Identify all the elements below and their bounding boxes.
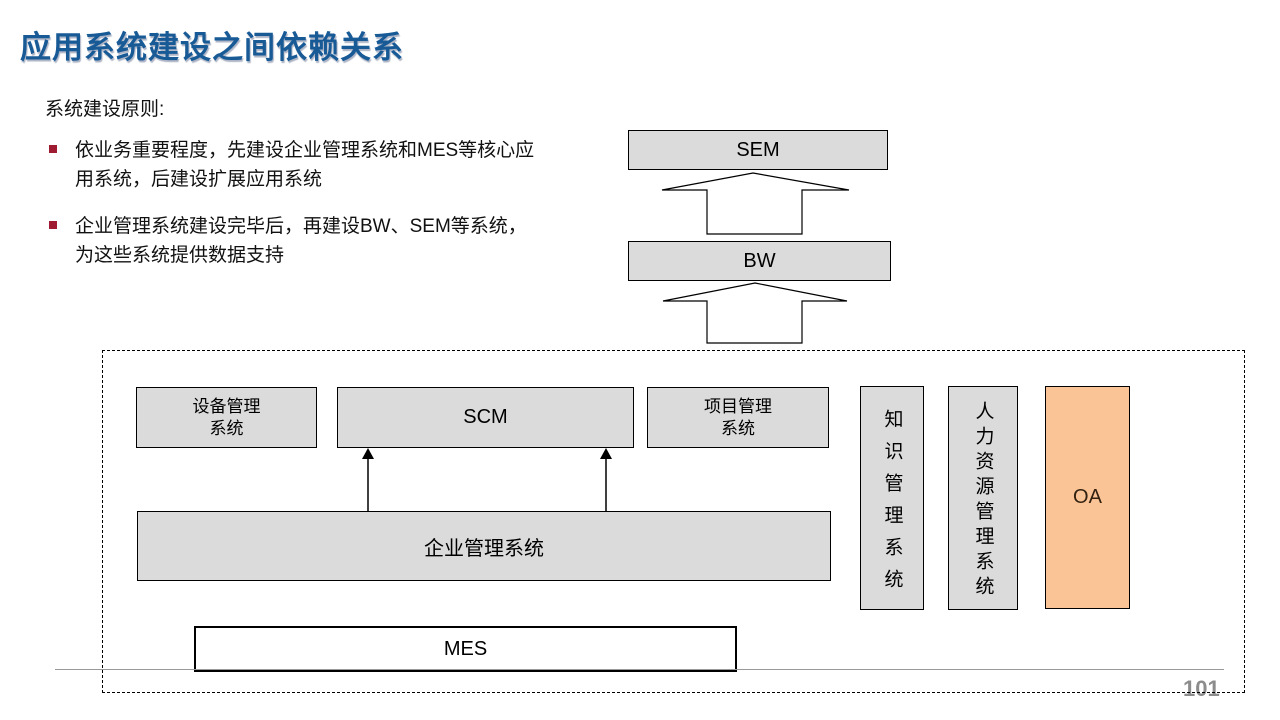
bullet-text: 依业务重要程度，先建设企业管理系统和MES等核心应 用系统，后建设扩展应用系统 bbox=[75, 140, 535, 190]
oa-box: OA bbox=[1045, 386, 1130, 609]
page-title: 应用系统建设之间依赖关系 bbox=[20, 30, 404, 65]
up-block-arrow-systems-to-bw bbox=[662, 282, 848, 344]
footer-divider-line bbox=[55, 669, 1224, 670]
knowledge-management-system-label: 知识管理系统 bbox=[881, 408, 903, 601]
up-block-arrow-bw-to-sem bbox=[661, 172, 850, 235]
bullet-square-icon bbox=[49, 221, 57, 229]
bullet-square-icon bbox=[49, 145, 57, 153]
hr-management-system-label: 人力资源管理系统 bbox=[972, 401, 994, 601]
principles-section: 系统建设原则: 依业务重要程度，先建设企业管理系统和MES等核心应 用系统，后建… bbox=[45, 96, 585, 288]
knowledge-management-system-box: 知识管理系统 bbox=[860, 386, 924, 610]
sem-box: SEM bbox=[628, 130, 888, 170]
bullet-item: 依业务重要程度，先建设企业管理系统和MES等核心应 用系统，后建设扩展应用系统 bbox=[45, 136, 585, 194]
equipment-management-system-box: 设备管理 系统 bbox=[136, 387, 317, 448]
bullet-text: 企业管理系统建设完毕后，再建设BW、SEM等系统， 为这些系统提供数据支持 bbox=[75, 216, 527, 266]
arrowhead-right-icon bbox=[600, 448, 612, 459]
project-management-system-box: 项目管理 系统 bbox=[647, 387, 829, 448]
enterprise-management-system-box: 企业管理系统 bbox=[137, 511, 831, 581]
page-number: 101 bbox=[1183, 676, 1220, 701]
mes-box: MES bbox=[194, 626, 737, 672]
principles-heading: 系统建设原则: bbox=[45, 99, 165, 120]
bw-box: BW bbox=[628, 241, 891, 281]
scm-box: SCM bbox=[337, 387, 634, 448]
arrowhead-left-icon bbox=[362, 448, 374, 459]
bullet-item: 企业管理系统建设完毕后，再建设BW、SEM等系统， 为这些系统提供数据支持 bbox=[45, 212, 585, 270]
hr-management-system-box: 人力资源管理系统 bbox=[948, 386, 1018, 610]
